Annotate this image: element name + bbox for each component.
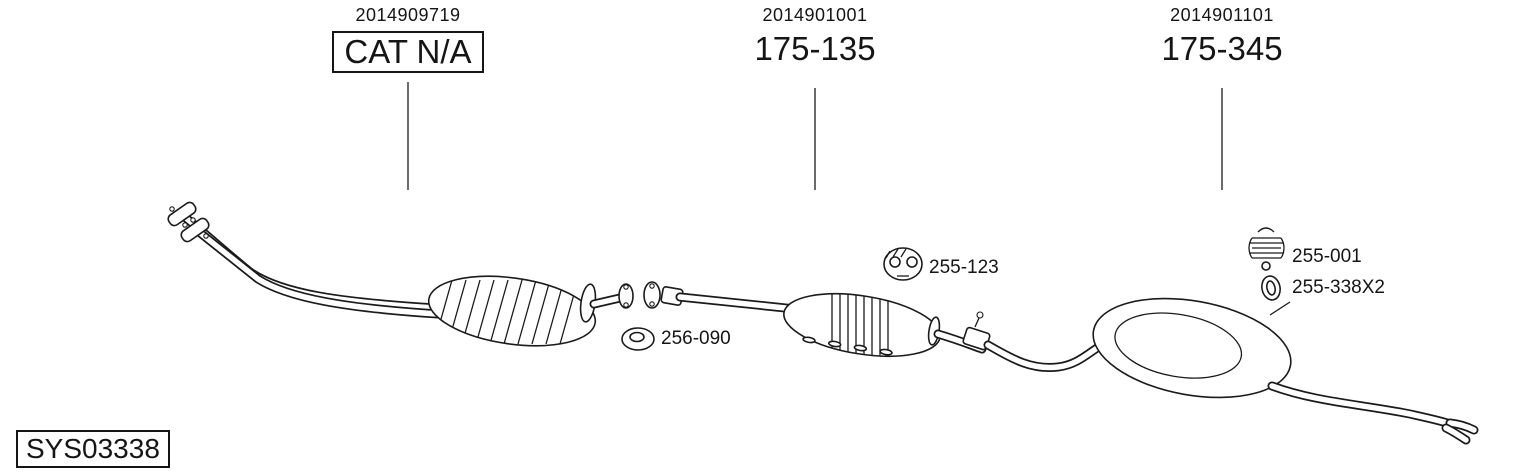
callout-rubber-mount: 255-001	[1292, 246, 1362, 267]
middle-muffler-body	[783, 293, 941, 357]
callout-seal-ring: 255-338X2	[1292, 277, 1385, 298]
part-code-middle-muffler: 175-135	[754, 29, 876, 67]
catalyst-hatching	[433, 279, 579, 345]
callout-hanger-clamp: 255-123	[929, 257, 999, 278]
part-code-rear-muffler: 175-345	[1161, 29, 1283, 67]
front-pipe-and-catalyst-drawing	[167, 201, 634, 347]
part-code-catalyst: CAT N/A	[332, 30, 484, 74]
catalyst-outlet-flange	[618, 283, 634, 309]
part-ref-number: 2014901001	[762, 5, 868, 25]
rubber-mount-icon	[1248, 227, 1285, 271]
inlet-flange-upper	[167, 201, 197, 227]
middle-muffler-drawing	[643, 281, 987, 357]
inlet-flange-lower	[180, 217, 210, 243]
part-group-rear-muffler: 2014901101 175-345	[1136, 5, 1308, 67]
callout-gasket-ring: 256-090	[661, 328, 731, 349]
leader-lines	[407, 82, 1223, 190]
system-code-box: SYS03338	[16, 430, 170, 468]
part-group-middle-muffler: 2014901001 175-135	[729, 5, 901, 67]
part-ref-number: 2014909719	[355, 5, 461, 25]
middle-inlet-flange	[643, 281, 661, 309]
part-ref-number: 2014901101	[1170, 5, 1274, 25]
middle-muffler-louvers	[802, 336, 893, 356]
system-code: SYS03338	[16, 430, 170, 468]
hanger-clamp-icon	[883, 247, 923, 281]
part-group-catalyst: 2014909719 CAT N/A	[322, 5, 494, 74]
gasket-ring-icon	[621, 327, 655, 351]
seal-ring-icon	[1261, 275, 1281, 301]
catalytic-converter-body	[427, 275, 597, 347]
rear-muffler-body	[1092, 297, 1292, 399]
rear-muffler-drawing	[962, 297, 1479, 445]
